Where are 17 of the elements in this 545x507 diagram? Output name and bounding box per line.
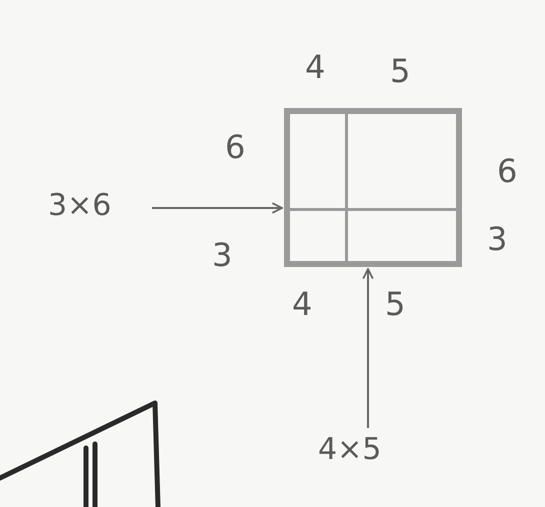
- dimension-number: 6: [497, 152, 518, 190]
- dimension-number: 6: [225, 128, 246, 166]
- dimension-number: 3: [487, 220, 508, 258]
- dimension-number: 5: [385, 285, 406, 323]
- expression-label: 3×6: [48, 188, 148, 228]
- grid-cell: [287, 111, 348, 211]
- arrow: [362, 268, 374, 428]
- dimension-number: 4: [292, 285, 312, 323]
- expression-label: 4×5: [318, 432, 418, 472]
- dimension-number: 4: [305, 48, 326, 86]
- grid-cell: [287, 208, 348, 264]
- area-grid: [284, 108, 462, 267]
- grid-cell: [345, 111, 459, 211]
- grid-cell: [345, 208, 459, 264]
- dimension-number: 5: [390, 52, 410, 90]
- arrow: [152, 202, 283, 214]
- dimension-number: 3: [212, 236, 232, 274]
